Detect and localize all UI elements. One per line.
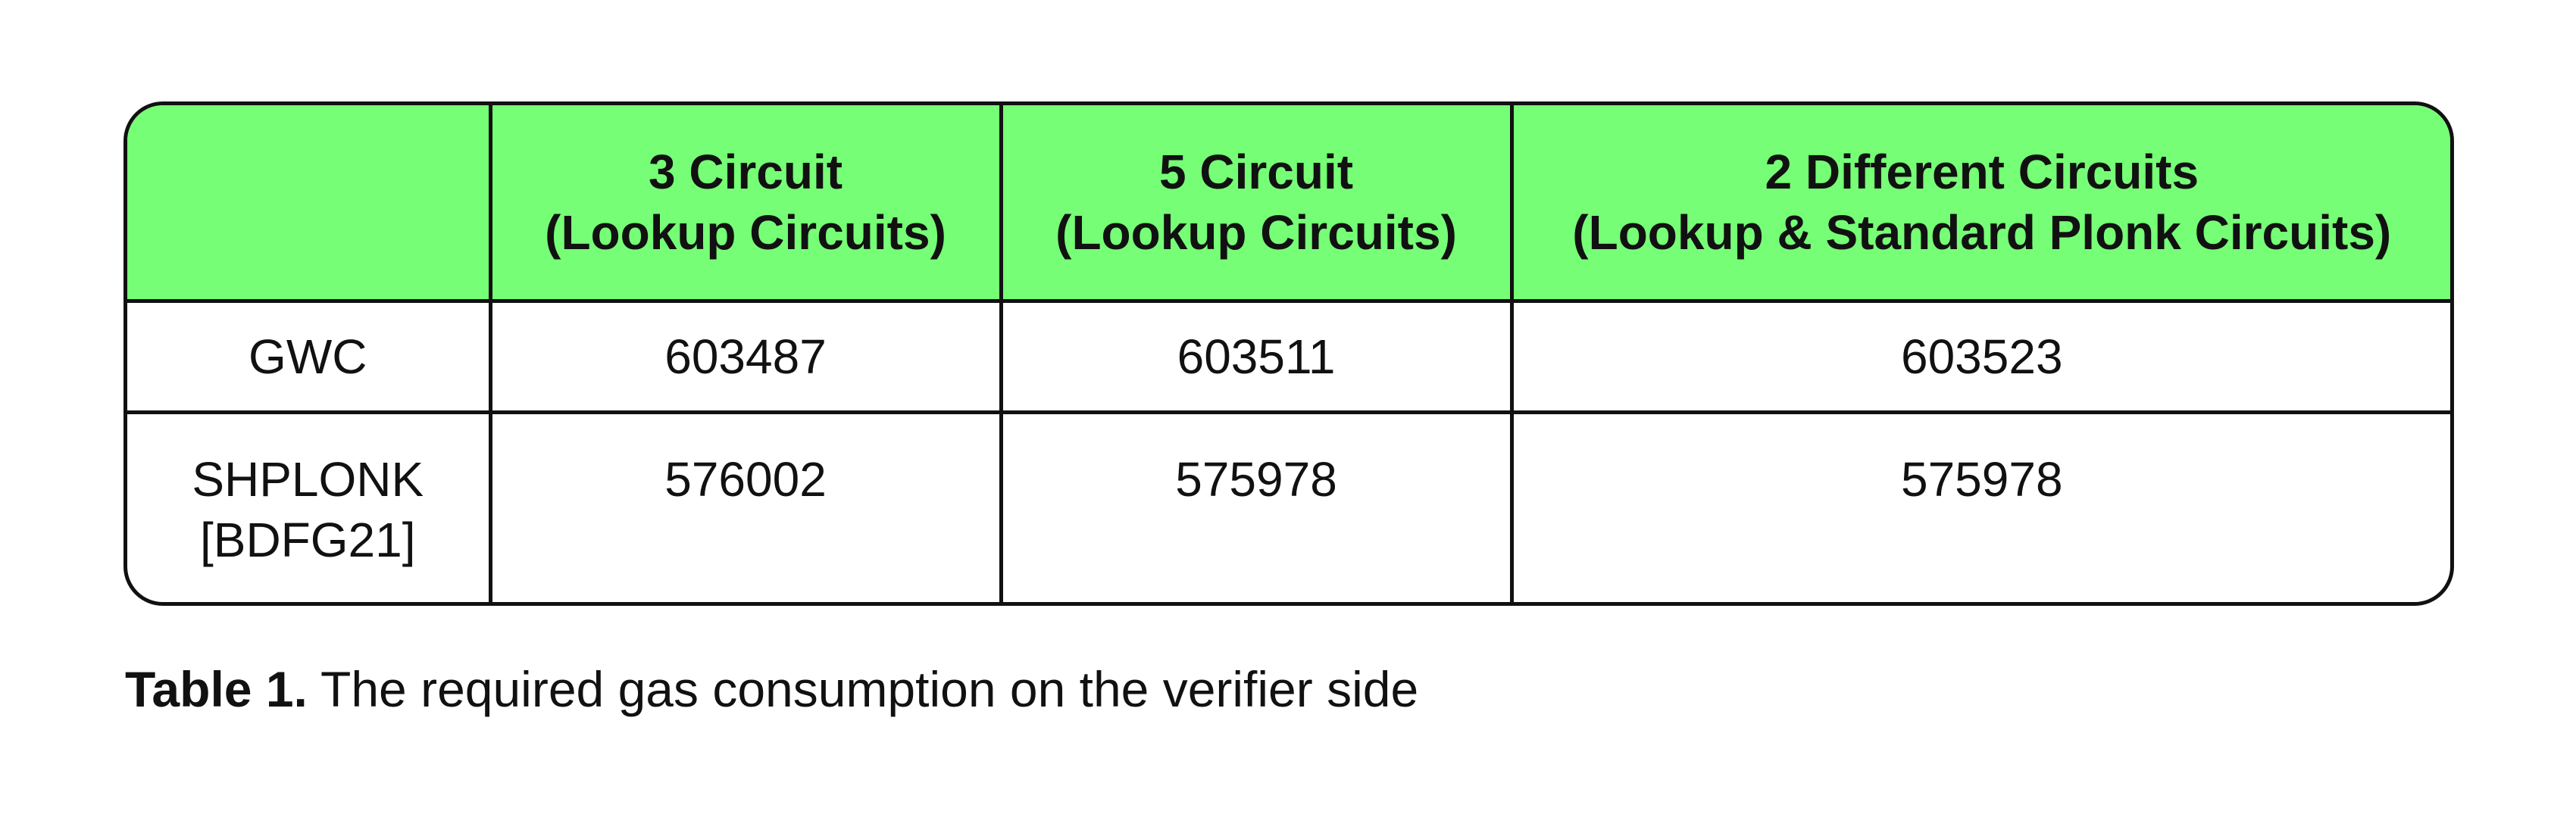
header-2-different-circuits: 2 Different Circuits (Lookup & Standard …: [1512, 105, 2450, 303]
table-row-gwc: GWC 603487 603511 603523: [127, 301, 2450, 414]
value-cell: 576002: [490, 412, 1003, 602]
table-row-shplonk: SHPLONK [BDFG21] 576002 575978 575978: [127, 412, 2450, 602]
header-3-circuit: 3 Circuit (Lookup Circuits): [490, 105, 1003, 303]
header-subtitle: (Lookup & Standard Plonk Circuits): [1572, 205, 2392, 260]
row-label-cell: GWC: [127, 301, 492, 414]
table-header-row: 3 Circuit (Lookup Circuits) 5 Circuit (L…: [127, 105, 2450, 303]
row-label: GWC: [249, 329, 367, 384]
row-label-cell: SHPLONK [BDFG21]: [127, 412, 492, 602]
value-cell: 603523: [1512, 301, 2450, 414]
value-cell: 603511: [1001, 301, 1514, 414]
header-empty-cell: [127, 105, 492, 303]
value-cell: 575978: [1001, 412, 1514, 602]
row-label: SHPLONK: [192, 452, 424, 507]
header-title: 2 Different Circuits: [1765, 145, 2199, 199]
gas-consumption-table-frame: 3 Circuit (Lookup Circuits) 5 Circuit (L…: [123, 101, 2454, 606]
header-title: 3 Circuit: [648, 145, 843, 199]
header-title: 5 Circuit: [1158, 145, 1354, 199]
caption-text: The required gas consumption on the veri…: [307, 661, 1419, 717]
caption-label: Table 1.: [125, 661, 308, 717]
value-cell: 603487: [490, 301, 1003, 414]
header-5-circuit: 5 Circuit (Lookup Circuits): [1001, 105, 1514, 303]
gas-consumption-table: 3 Circuit (Lookup Circuits) 5 Circuit (L…: [127, 105, 2450, 602]
value-cell: 575978: [1900, 452, 2063, 507]
row-label-citation: [BDFG21]: [199, 513, 416, 567]
table-caption: Table 1. The required gas consumption on…: [125, 659, 1418, 719]
header-subtitle: (Lookup Circuits): [1055, 205, 1457, 260]
header-subtitle: (Lookup Circuits): [545, 205, 946, 260]
